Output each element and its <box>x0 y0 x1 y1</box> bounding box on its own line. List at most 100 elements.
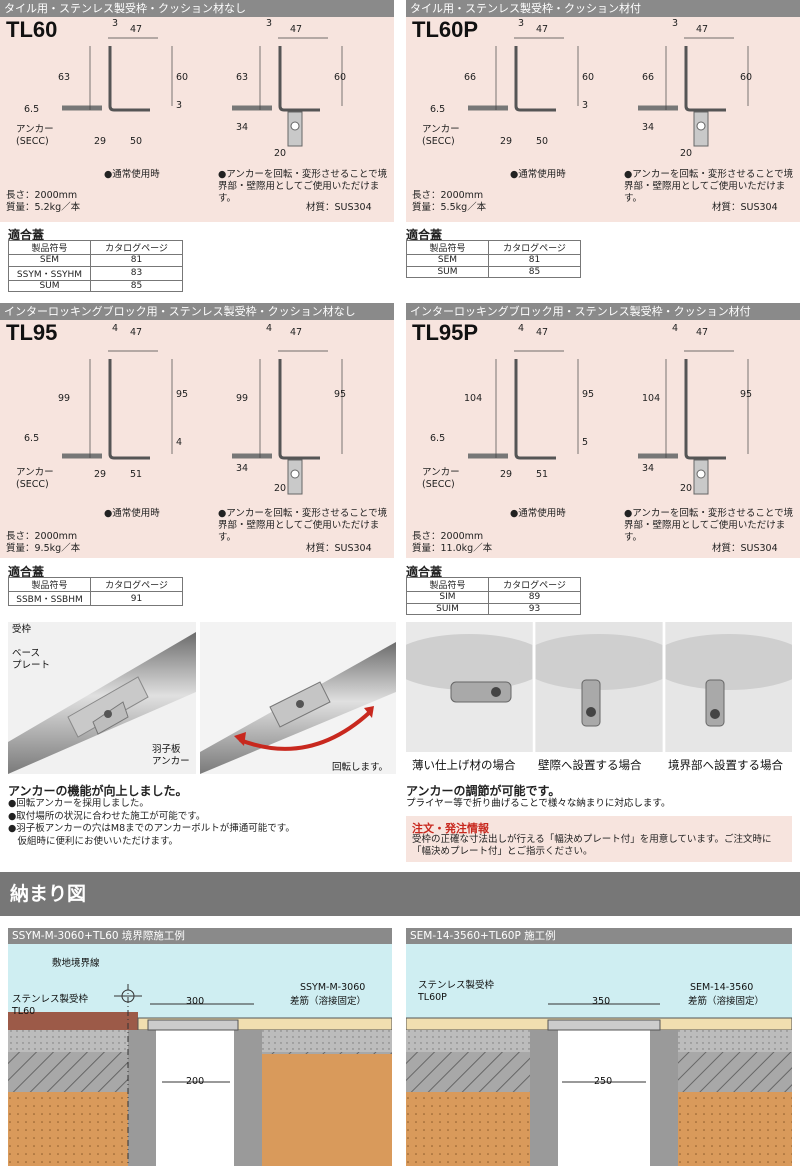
frame-photo-b <box>200 622 396 774</box>
dim-left-h-r: 99 <box>236 393 249 404</box>
anchor-label: アンカー (SECC) <box>16 467 54 490</box>
function-bullets: ●回転アンカーを採用しました。●取付場所の状況に合わせた施工が可能です。●羽子板… <box>8 798 295 848</box>
mass: 質量：11.0kg／本 <box>412 543 493 554</box>
dim-top-b-r: 47 <box>290 327 303 338</box>
dim-left-h-r: 104 <box>642 393 661 404</box>
col-page: カタログページ <box>488 577 581 592</box>
lid-page: 85 <box>488 265 581 278</box>
example-header-right: SEM-14-3560+TL60P 施工例 <box>406 928 792 944</box>
col-page: カタログページ <box>90 577 183 592</box>
dim-anchor-w: 20 <box>274 483 287 494</box>
dim-top-b: 47 <box>130 24 143 35</box>
length: 長さ：2000mm <box>412 531 484 542</box>
frame-section-rotated <box>232 350 343 495</box>
order-note-title: 注文・発注情報 <box>412 822 489 835</box>
label-rebar-right: 差筋（溶接固定） <box>688 996 765 1007</box>
col-page: カタログページ <box>488 240 581 255</box>
dim-200: 200 <box>186 1076 205 1087</box>
mass: 質量：5.2kg／本 <box>6 202 81 213</box>
dim-anchor-w: 20 <box>680 483 693 494</box>
dim-350: 350 <box>592 996 611 1007</box>
dim-left-h: 99 <box>58 393 71 404</box>
dim-top-a-r: 4 <box>266 323 273 334</box>
material: 材質：SUS304 <box>712 543 778 554</box>
label-lid-sem: SEM-14-3560 <box>690 982 754 993</box>
label-frame-tl60p: ステンレス製受枠 TL60P <box>418 980 495 1003</box>
dim-top-a: 3 <box>518 18 525 29</box>
dim-anchor-h: 34 <box>642 463 655 474</box>
dim-right-h: 95 <box>582 389 595 400</box>
mass: 質量：5.5kg／本 <box>412 202 487 213</box>
dim-300: 300 <box>186 996 205 1007</box>
label-frame: 受枠 <box>12 624 32 635</box>
dim-left-h: 66 <box>464 72 477 83</box>
product-panel-tl60: タイル用・ステンレス製受枠・クッション材なし TL60 3 47 63 60 6… <box>0 0 394 222</box>
frame-photo-a <box>8 622 196 774</box>
frame-section-rotated <box>638 350 749 495</box>
lid-code: SSYM・SSYHM <box>8 265 91 281</box>
dim-thick: 3 <box>582 100 589 111</box>
dim-top-a: 3 <box>112 18 119 29</box>
bullet-item: ●取付場所の状況に合わせた施工が可能です。 <box>8 810 206 822</box>
dim-top-a: 4 <box>518 323 525 334</box>
lid-code: SEM <box>8 254 91 267</box>
dim-left-h: 63 <box>58 72 71 83</box>
anchor-label: アンカー (SECC) <box>422 124 460 147</box>
dim-top-a-r: 3 <box>266 18 273 29</box>
dim-anchor-w: 20 <box>680 148 693 159</box>
dim-base-h: 6.5 <box>430 104 446 115</box>
length: 長さ：2000mm <box>412 190 484 201</box>
model-code: TL95 <box>6 320 58 345</box>
dim-right-h-r: 95 <box>740 389 753 400</box>
lid-code: SSBM・SSBHM <box>8 591 91 606</box>
frame-section-normal <box>62 350 173 460</box>
section-title: 納まり図 <box>0 872 800 916</box>
lid-code: SUIM <box>406 602 489 615</box>
material: 材質：SUS304 <box>306 543 372 554</box>
adjust-title: アンカーの調節が可能です。 <box>406 784 561 798</box>
dim-thick: 3 <box>176 100 183 111</box>
bullet-item: 仮組時に便利にお使いいただけます。 <box>8 835 179 847</box>
label-boundary-line: 敷地境界線 <box>52 958 100 969</box>
adjust-photos <box>406 622 792 776</box>
lid-code: SUM <box>8 279 91 292</box>
label-wing-anchor: 羽子板 アンカー <box>152 744 190 767</box>
caption-boundary: 境界部へ設置する場合 <box>668 758 783 772</box>
lid-code: SIM <box>406 591 489 604</box>
col-code: 製品符号 <box>406 577 489 592</box>
label-base-plate: ベース プレート <box>12 648 51 671</box>
dim-base-h: 6.5 <box>430 433 446 444</box>
panel-header: インターロッキングブロック用・ステンレス製受枠・クッション材なし <box>0 303 394 320</box>
dim-right-h: 60 <box>582 72 595 83</box>
dim-top-a-r: 3 <box>672 18 679 29</box>
col-page: カタログページ <box>90 240 183 255</box>
dim-anchor-w: 20 <box>274 148 287 159</box>
dim-base-h: 6.5 <box>24 104 40 115</box>
lid-page: 91 <box>90 591 183 606</box>
col-code: 製品符号 <box>8 240 91 255</box>
lids-title: 適合蓋 <box>406 565 443 579</box>
dim-thick: 5 <box>582 437 589 448</box>
lid-page: 83 <box>90 265 183 281</box>
lid-page: 81 <box>488 254 581 267</box>
dim-top-b: 47 <box>536 24 549 35</box>
caption-normal: ●通常使用時 <box>104 508 160 519</box>
lids-title: 適合蓋 <box>406 228 443 242</box>
panel-header: タイル用・ステンレス製受枠・クッション材なし <box>0 0 394 17</box>
lid-code: SUM <box>406 265 489 278</box>
dim-w1: 29 <box>500 136 513 147</box>
col-code: 製品符号 <box>406 240 489 255</box>
caption-normal: ●通常使用時 <box>510 508 566 519</box>
section-drawing-right <box>406 1003 792 1166</box>
order-note-text: 受枠の正確な寸法出しが行える「幅決めプレート付」を用意しています。ご注文時に「幅… <box>412 834 772 857</box>
label-rebar-left: 差筋（溶接固定） <box>290 996 367 1007</box>
